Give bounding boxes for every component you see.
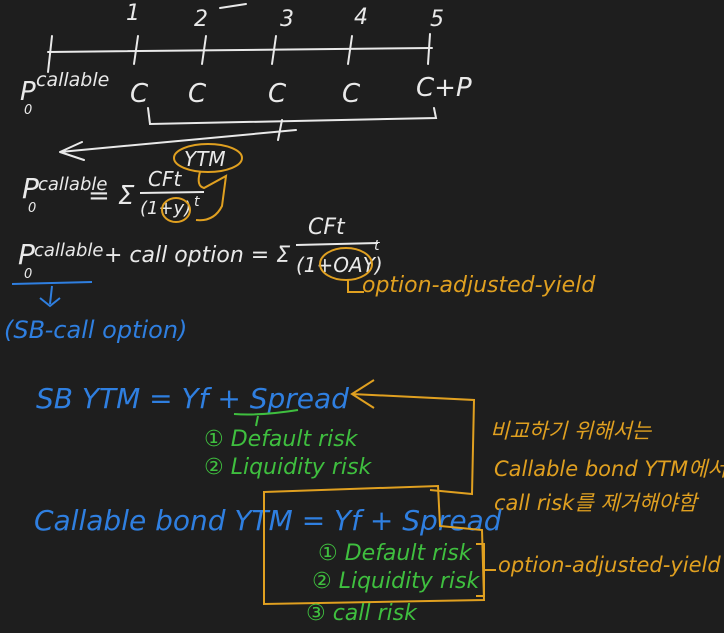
timeline-tick-0 <box>47 35 53 73</box>
brace-mark <box>277 119 283 141</box>
sb-risk-liquidity: ② Liquidity risk <box>204 455 372 480</box>
cashflow-5: C+P <box>416 73 472 103</box>
tick-label-4: 4 <box>354 5 368 30</box>
tick-label-2: 2 <box>194 7 208 32</box>
korean-note-line1: 비교하기 위해서는 <box>490 419 653 443</box>
callable-risk-liquidity: ② Liquidity risk <box>312 569 480 594</box>
eq2-sup: callable <box>34 240 103 261</box>
comparison-arrow <box>350 379 476 496</box>
timeline-tick-5 <box>427 33 431 65</box>
sb-spread-branch <box>255 415 259 427</box>
tick-label-5: 5 <box>430 7 444 32</box>
eq1-exponent: t <box>194 194 200 210</box>
eq2-numerator: CFt <box>308 215 346 240</box>
callable-risk-call: ③ call risk <box>306 601 418 626</box>
eq1-numerator: CFt <box>148 167 182 191</box>
eq2-fraction-bar <box>295 242 379 246</box>
timeline-tick-1 <box>133 35 139 65</box>
p0-sub: 0 <box>24 103 32 118</box>
korean-note-line2: Callable bond YTM에서 <box>494 457 724 481</box>
callable-oay-label: option-adjusted-yield <box>498 553 721 577</box>
eq1-fraction-bar <box>139 191 205 194</box>
ytm-circle <box>173 143 243 173</box>
y-circle <box>161 197 191 223</box>
oay-note: option-adjusted-yield <box>362 273 596 298</box>
p0-label: P <box>20 77 36 107</box>
timeline-axis <box>47 47 433 53</box>
cashflow-3: C <box>268 79 287 109</box>
timeline-tick-3 <box>271 35 277 65</box>
eq1-sigma: = Σ <box>88 181 135 211</box>
ytm-link <box>195 171 228 222</box>
eq2-middle: + call option = Σ <box>104 243 290 268</box>
cashflow-4: C <box>342 79 361 109</box>
eq2-exponent: t <box>374 238 380 254</box>
eq2-sub: 0 <box>24 267 32 282</box>
callable-box-bracket <box>476 543 496 597</box>
eq1-sup: callable <box>38 174 107 195</box>
eq1-denominator: (1+y) <box>140 198 191 219</box>
timeline-tick-4 <box>347 35 353 65</box>
cashflow-2: C <box>188 79 207 109</box>
cashflow-brace <box>147 107 438 126</box>
timeline <box>47 3 438 161</box>
sb-risk-default: ① Default risk <box>204 427 359 452</box>
korean-note-line3: call risk를 제거해야함 <box>494 491 700 515</box>
sb-spread-underline <box>233 409 299 416</box>
ytm-over-brace: YTM <box>184 147 226 171</box>
eq2-p: P <box>18 238 35 271</box>
tick-label-1: 1 <box>126 1 140 26</box>
timeline-tick-2 <box>201 35 207 65</box>
tick-label-3: 3 <box>280 7 294 32</box>
sb-call-option-note: (SB-call option) <box>4 316 187 344</box>
callable-risk-default: ① Default risk <box>318 541 473 566</box>
discount-arrow <box>59 129 297 161</box>
sb-arrow <box>11 281 93 308</box>
eq1-orange-highlight <box>161 143 243 223</box>
eq1-p: P <box>22 172 39 205</box>
callable-ytm-formula: Callable bond YTM = Yf + Spread <box>34 504 502 537</box>
eq1-sub: 0 <box>28 201 36 216</box>
cashflow-1: C <box>130 79 149 109</box>
oay-highlight <box>319 247 373 293</box>
sb-ytm-formula: SB YTM = Yf + Spread <box>36 382 349 415</box>
oay-circle <box>319 247 373 281</box>
callable-box-outline <box>263 484 486 606</box>
p0-callable-word: callable <box>36 69 109 91</box>
callable-box <box>263 484 496 606</box>
top-edge-mark <box>219 3 247 9</box>
oay-leader <box>347 280 364 293</box>
